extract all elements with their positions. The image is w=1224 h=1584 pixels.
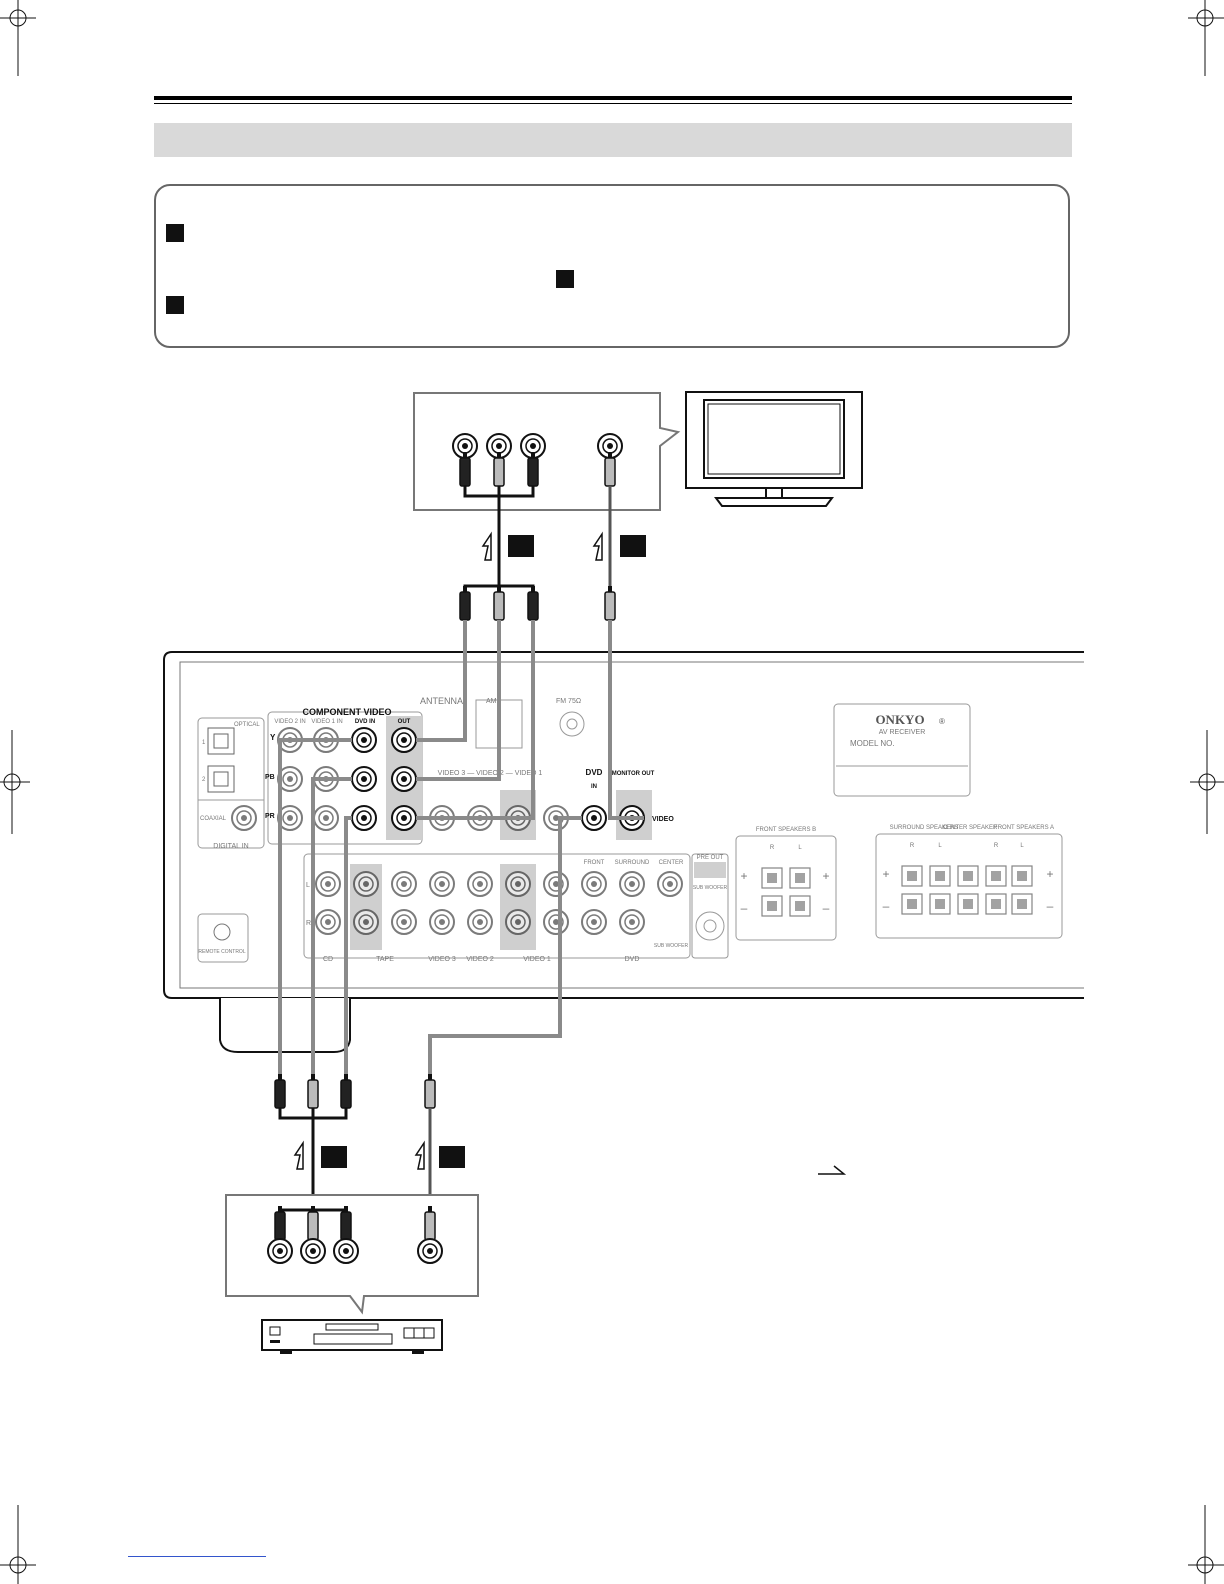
- svg-text:PRE OUT: PRE OUT: [697, 855, 724, 861]
- svg-text:–: –: [741, 901, 748, 915]
- svg-text:FRONT SPEAKERS A: FRONT SPEAKERS A: [994, 825, 1054, 831]
- svg-text:TAPE: TAPE: [376, 956, 394, 963]
- svg-text:FM 75Ω: FM 75Ω: [556, 698, 581, 705]
- svg-text:VIDEO 3: VIDEO 3: [428, 956, 456, 963]
- svg-text:L: L: [1020, 843, 1024, 849]
- svg-text:REMOTE CONTROL: REMOTE CONTROL: [198, 949, 245, 955]
- svg-text:VIDEO 2: VIDEO 2: [466, 956, 494, 963]
- bullet-square-icon: [620, 535, 646, 557]
- svg-text:L: L: [798, 845, 802, 851]
- note-box: [154, 184, 1070, 348]
- svg-text:VIDEO 3 — VIDEO 2 — VIDEO 1: VIDEO 3 — VIDEO 2 — VIDEO 1: [438, 770, 543, 777]
- svg-text:FRONT SPEAKERS B: FRONT SPEAKERS B: [756, 827, 816, 833]
- svg-text:PB: PB: [265, 774, 275, 781]
- svg-text:CENTER SPEAKER: CENTER SPEAKER: [943, 825, 998, 831]
- bullet-square-icon: [166, 224, 184, 242]
- svg-text:+: +: [1046, 867, 1053, 881]
- svg-text:VIDEO: VIDEO: [652, 816, 674, 823]
- svg-text:ANTENNA: ANTENNA: [420, 696, 463, 706]
- svg-text:–: –: [823, 901, 830, 915]
- bullet-square-icon: [508, 535, 534, 557]
- svg-text:DVD: DVD: [625, 956, 640, 963]
- svg-text:R: R: [910, 843, 915, 849]
- svg-text:AV RECEIVER: AV RECEIVER: [879, 729, 926, 736]
- brand-logo: ONKYO: [875, 712, 924, 727]
- svg-text:SURROUND: SURROUND: [615, 860, 650, 866]
- svg-text:R: R: [306, 920, 311, 927]
- receiver-rear-panel: [163, 651, 1084, 1053]
- tv-callout: [413, 392, 681, 596]
- svg-text:DVD IN: DVD IN: [355, 719, 375, 725]
- svg-text:VIDEO 1: VIDEO 1: [523, 956, 551, 963]
- svg-text:–: –: [883, 899, 890, 913]
- header-rule: [154, 96, 1072, 100]
- tv-icon: [685, 391, 863, 507]
- svg-text:+: +: [822, 869, 829, 883]
- svg-text:CD: CD: [323, 956, 333, 963]
- svg-text:2: 2: [202, 777, 206, 783]
- svg-text:1: 1: [202, 740, 206, 746]
- svg-text:Y: Y: [270, 733, 276, 742]
- signal-flow-icon: [482, 533, 603, 561]
- svg-text:IN: IN: [591, 784, 597, 790]
- footer-link-underline: [128, 1556, 266, 1557]
- section-title-band: [154, 123, 1072, 157]
- svg-text:MONITOR OUT: MONITOR OUT: [612, 771, 655, 777]
- svg-text:FRONT: FRONT: [584, 860, 605, 866]
- tv-component-cables: [416, 620, 644, 820]
- dvd-callout: [225, 1194, 479, 1315]
- bullet-square-icon: [166, 296, 184, 314]
- svg-text:DIGITAL IN: DIGITAL IN: [213, 843, 248, 850]
- svg-text:SURROUND SPEAKERS: SURROUND SPEAKERS: [890, 825, 959, 831]
- svg-text:–: –: [1047, 899, 1054, 913]
- svg-text:OPTICAL: OPTICAL: [234, 722, 260, 728]
- svg-text:PR: PR: [265, 813, 275, 820]
- svg-text:R: R: [770, 845, 775, 851]
- svg-text:MODEL NO.: MODEL NO.: [850, 739, 895, 748]
- svg-text:AM: AM: [486, 698, 497, 705]
- svg-text:VIDEO 1 IN: VIDEO 1 IN: [311, 719, 342, 725]
- dvd-component-cables: [278, 738, 582, 1080]
- bullet-square-icon: [321, 1146, 347, 1168]
- header-rule-thin: [154, 103, 1072, 104]
- svg-text:DVD: DVD: [586, 768, 603, 777]
- component-video-label: COMPONENT VIDEO: [302, 707, 391, 717]
- bullet-square-icon: [439, 1146, 465, 1168]
- svg-text:R: R: [994, 843, 999, 849]
- svg-text:+: +: [882, 867, 889, 881]
- arrow-icon: [818, 1165, 847, 1175]
- svg-text:SUB WOOFER: SUB WOOFER: [654, 943, 689, 949]
- svg-text:SUB WOOFER: SUB WOOFER: [693, 885, 728, 891]
- svg-text:®: ®: [939, 717, 945, 726]
- svg-text:OUT: OUT: [398, 719, 411, 725]
- dvd-player-icon: [261, 1319, 443, 1354]
- svg-text:L: L: [306, 882, 310, 889]
- bullet-square-icon: [556, 270, 574, 288]
- svg-text:+: +: [740, 869, 747, 883]
- svg-text:CENTER: CENTER: [659, 860, 684, 866]
- receiver-labels: COMPONENT VIDEO VIDEO 2 IN VIDEO 1 IN DV…: [198, 696, 1054, 963]
- svg-text:COAXIAL: COAXIAL: [200, 816, 227, 822]
- svg-text:VIDEO 2 IN: VIDEO 2 IN: [274, 719, 305, 725]
- svg-text:L: L: [938, 843, 942, 849]
